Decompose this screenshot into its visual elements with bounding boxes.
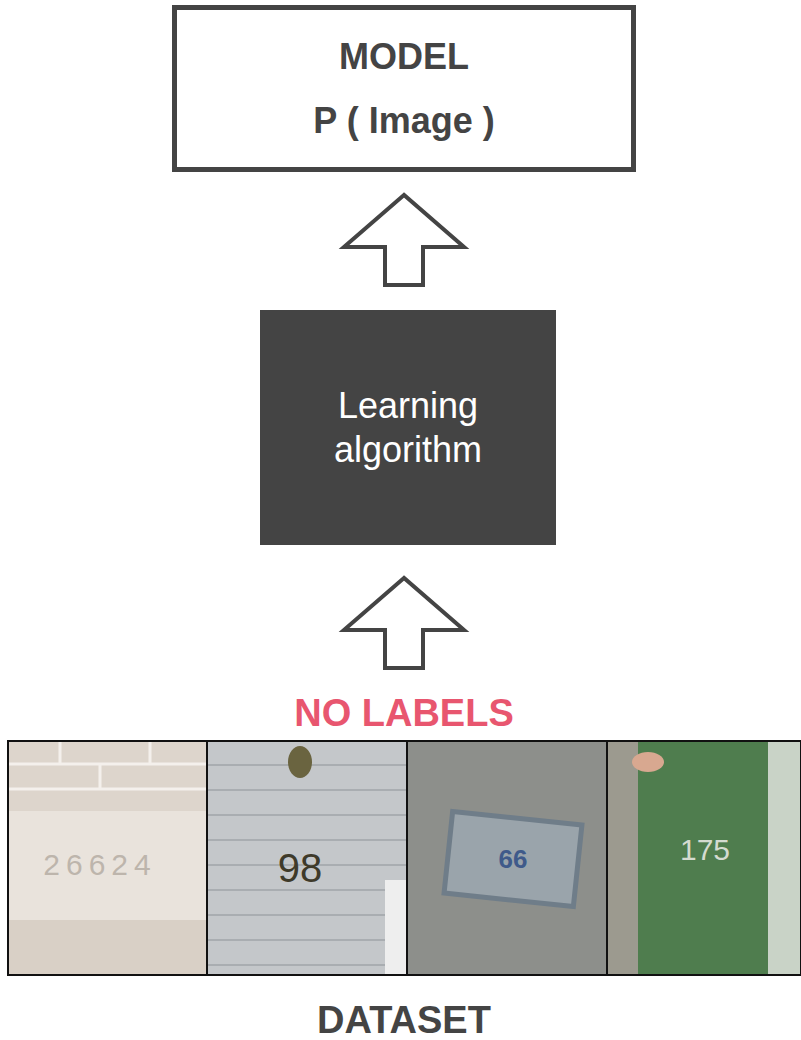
- house-number: 26624: [43, 850, 156, 880]
- node-heading: Learning algorithm: [283, 384, 533, 470]
- annotation-label: NO LABELS: [294, 694, 514, 732]
- house-number: 66: [499, 846, 528, 872]
- dataset-images: [8, 741, 801, 975]
- house-number: 98: [278, 848, 323, 888]
- caption-label: DATASET: [317, 1001, 491, 1039]
- block-arrow: [344, 578, 464, 668]
- house-number: 175: [680, 835, 730, 865]
- block-arrow: [344, 195, 464, 285]
- node-text: P ( Image ): [313, 99, 494, 142]
- node-heading: MODEL: [339, 35, 469, 78]
- tile-borders: [8, 741, 801, 975]
- algorithm-box: Learning algorithm: [260, 310, 556, 545]
- model-box: MODEL P ( Image ): [172, 5, 636, 172]
